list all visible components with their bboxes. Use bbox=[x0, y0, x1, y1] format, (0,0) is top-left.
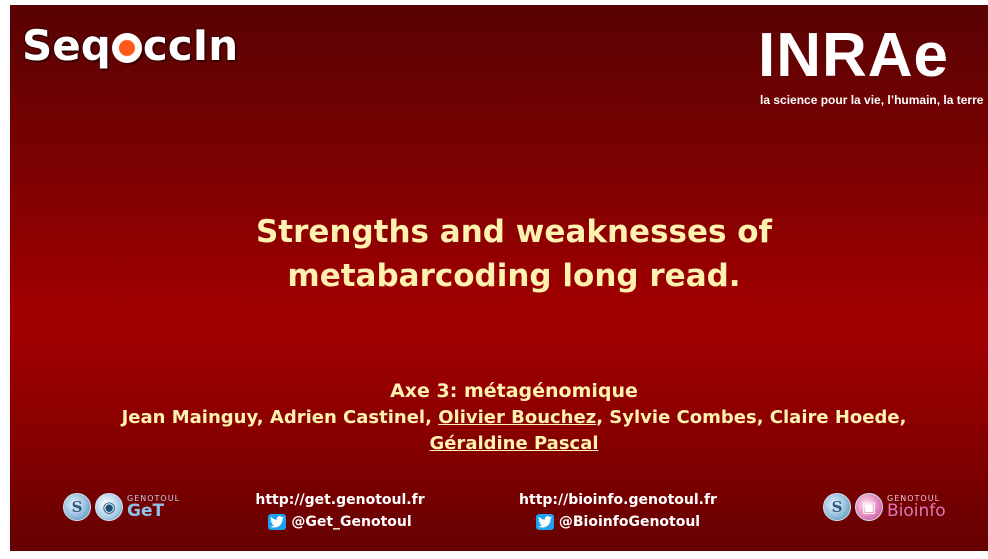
author-separator: , bbox=[256, 407, 270, 428]
author-separator: , bbox=[756, 407, 770, 428]
inrae-logo: INRAe bbox=[758, 21, 950, 90]
genotoul-grid-icon: ◉ bbox=[95, 493, 123, 521]
twitter-icon bbox=[268, 514, 287, 530]
title-line-2: metabarcoding long read. bbox=[287, 258, 741, 294]
author-separator: , bbox=[596, 407, 610, 428]
genotoul-bioinfo-small: GENOTOUL bbox=[887, 493, 941, 503]
bioinfo-twitter-handle: @BioinfoGenotoul bbox=[558, 514, 701, 530]
seqoccin-logo-part2: ccIn bbox=[142, 21, 239, 70]
get-contact: http://get.genotoul.fr @Get_Genotoul bbox=[240, 489, 440, 533]
get-url-link[interactable]: http://get.genotoul.fr bbox=[255, 492, 425, 508]
genotoul-s-icon: S bbox=[63, 493, 91, 521]
author-name: Claire Hoede bbox=[769, 407, 900, 428]
author-name: Sylvie Combes bbox=[609, 407, 757, 428]
seqoccin-ring-icon bbox=[111, 33, 142, 63]
get-twitter[interactable]: @Get_Genotoul bbox=[240, 511, 440, 533]
authors-line-2: Géraldine Pascal bbox=[10, 431, 988, 457]
twitter-icon bbox=[535, 514, 554, 530]
author-name: Jean Mainguy bbox=[121, 407, 257, 428]
author-name-underlined: Géraldine Pascal bbox=[429, 433, 599, 454]
bioinfo-url-link[interactable]: http://bioinfo.genotoul.fr bbox=[519, 492, 717, 508]
genotoul-get-small: GENOTOUL bbox=[127, 493, 181, 503]
author-separator: , bbox=[425, 407, 439, 428]
authors-line-1: Jean Mainguy, Adrien Castinel, Olivier B… bbox=[10, 405, 988, 431]
bioinfo-twitter[interactable]: @BioinfoGenotoul bbox=[508, 511, 728, 533]
author-name: Adrien Castinel bbox=[269, 407, 426, 428]
genotoul-bioinfo-text: GENOTOUL Bioinfo bbox=[887, 493, 946, 521]
slide-title: Strengths and weaknesses of metabarcodin… bbox=[10, 210, 988, 298]
author-separator: , bbox=[899, 407, 907, 428]
genotoul-get-logo: S ◉ GENOTOUL GeT bbox=[63, 493, 180, 521]
axe-subtitle: Axe 3: métagénomique bbox=[390, 380, 638, 402]
genotoul-screen-icon: ▣ bbox=[855, 493, 883, 521]
genotoul-bioinfo-big: Bioinfo bbox=[887, 500, 946, 521]
get-twitter-handle: @Get_Genotoul bbox=[291, 514, 412, 530]
genotoul-bioinfo-logo: S ▣ GENOTOUL Bioinfo bbox=[823, 493, 946, 521]
bioinfo-contact: http://bioinfo.genotoul.fr @BioinfoGenot… bbox=[508, 489, 728, 533]
inrae-tagline: la science pour la vie, l’humain, la ter… bbox=[760, 93, 984, 107]
genotoul-get-text: GENOTOUL GeT bbox=[127, 493, 181, 521]
genotoul-get-big: GeT bbox=[127, 500, 165, 521]
genotoul-s-icon: S bbox=[823, 493, 851, 521]
title-line-1: Strengths and weaknesses of bbox=[255, 214, 773, 250]
seqoccin-logo-part1: Seq bbox=[22, 21, 111, 70]
author-name-underlined: Olivier Bouchez bbox=[438, 407, 597, 428]
